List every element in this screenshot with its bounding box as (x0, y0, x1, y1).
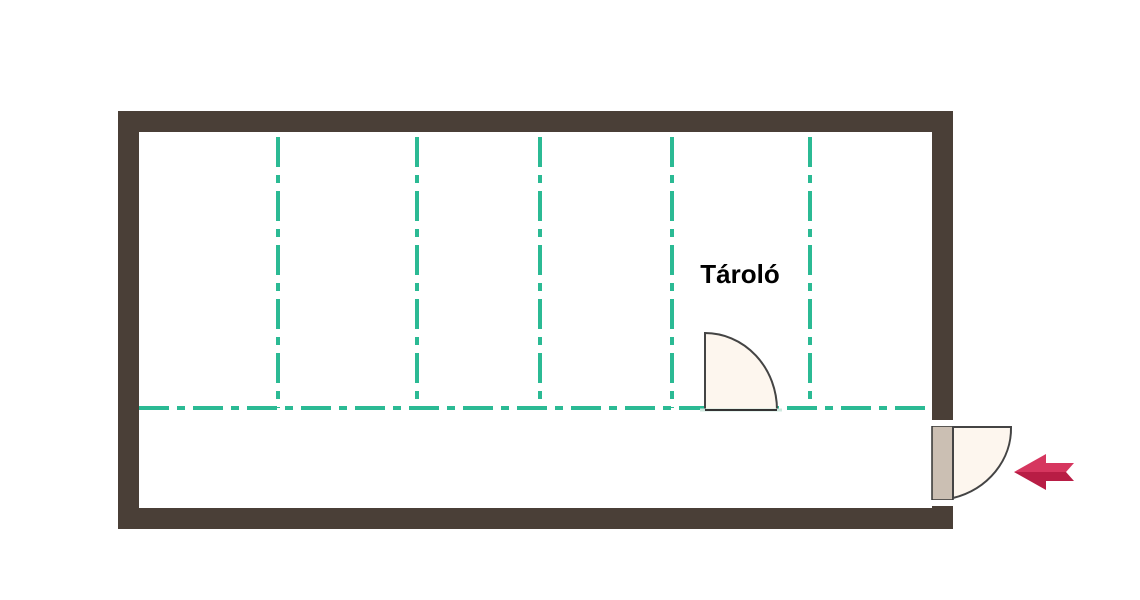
outer-walls (118, 111, 953, 529)
storage-partitions (139, 137, 932, 410)
entrance-door-frame (931, 425, 954, 501)
room-label: Tároló (700, 259, 779, 289)
entrance-arrow-icon (1014, 454, 1074, 490)
storage-door (700, 331, 782, 412)
entrance-door (952, 426, 1013, 500)
